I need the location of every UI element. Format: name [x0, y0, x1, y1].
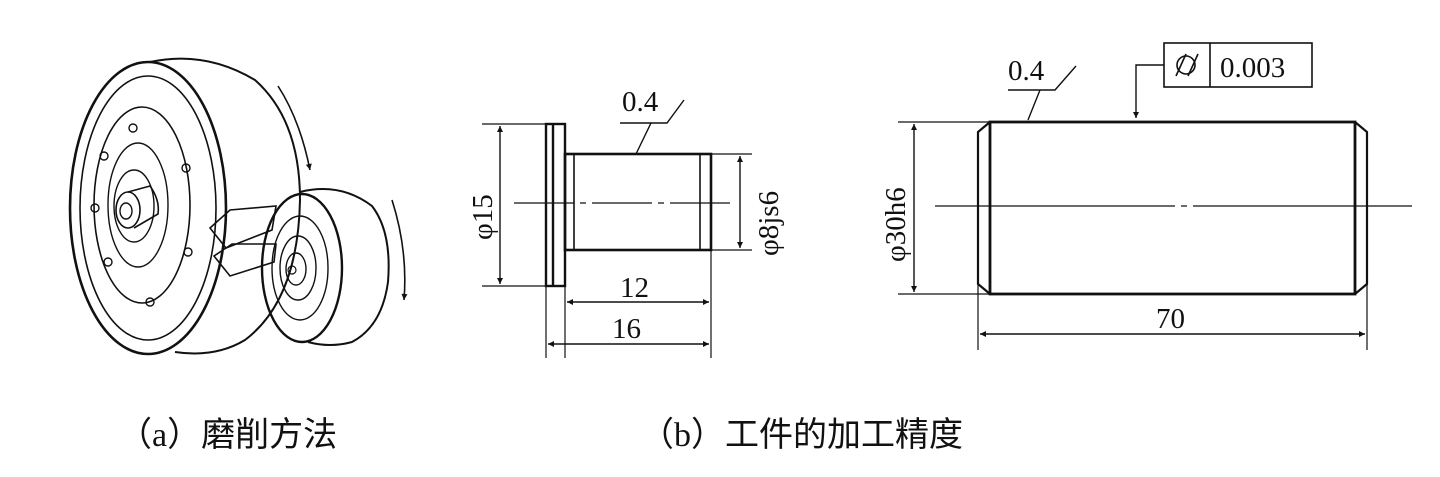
small-roughness-label: 0.4 [622, 86, 659, 118]
flange-body [544, 122, 567, 288]
cylindricity-tolerance-label: 0.003 [1220, 52, 1285, 84]
shaft-length-label: 12 [620, 272, 649, 304]
cylindricity-icon [1175, 53, 1199, 77]
cylinder-body [988, 120, 1357, 296]
small-part-drawing: φ15 φ8js6 0.4 12 16 [467, 86, 785, 358]
cylindricity-frame: 0.003 [1133, 42, 1313, 118]
large-length-label: 70 [1156, 303, 1185, 335]
total-length-label: 16 [612, 313, 641, 345]
rotation-arrow-chuck [277, 85, 312, 171]
shaft-body [563, 152, 713, 252]
small-roughness-symbol [620, 99, 685, 155]
large-part-drawing: φ30h6 0.4 0.003 70 [880, 42, 1412, 350]
workpiece-arm [208, 205, 277, 277]
large-roughness-label: 0.4 [1008, 55, 1045, 87]
rotation-arrow-wheel [391, 199, 408, 301]
cylindricity-leader [1133, 64, 1164, 118]
caption-b: （b）工件的加工精度 [640, 416, 963, 454]
caption-a: （a）磨削方法 [118, 416, 337, 454]
chuck-wheel [68, 57, 302, 356]
grinding-illustration [68, 57, 408, 356]
large-roughness-symbol [1008, 65, 1077, 121]
large-diameter-label: φ30h6 [880, 187, 912, 262]
grinding-wheel [260, 188, 390, 346]
flange-diameter-label: φ15 [467, 194, 499, 240]
shaft-diameter-label: φ8js6 [753, 191, 785, 256]
